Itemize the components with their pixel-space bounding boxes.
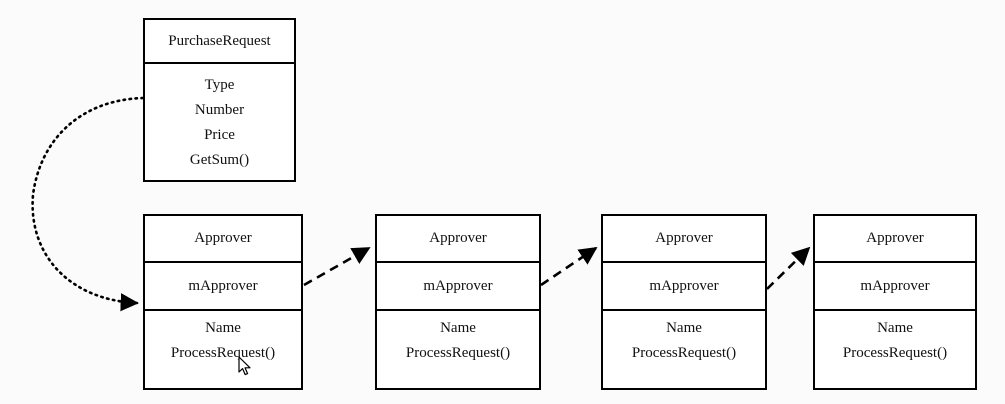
approver-class-4: Approver mApprover Name ProcessRequest() [813,214,977,390]
approver-name-section: Approver [815,216,975,261]
approver-field-mapprover: mApprover [188,277,258,294]
approver-name-section: Approver [603,216,765,261]
approver-class-name: Approver [866,230,924,246]
approver-field-mapprover: mApprover [649,277,719,294]
purchase-request-attribute-number: Number [194,102,245,118]
approver-field-mapprover: mApprover [423,277,493,294]
approver-method-processrequest: ProcessRequest() [170,345,276,361]
approver-3-to-4-dashed-arrow [766,246,811,290]
approver-members-section: Name ProcessRequest() [603,309,765,388]
purchase-request-attribute-price: Price [204,127,235,143]
approver-1-to-2-dashed-arrow [303,246,371,287]
approver-members-section: Name ProcessRequest() [815,309,975,388]
approver-members-section: Name ProcessRequest() [377,309,539,388]
approver-class-1: Approver mApprover Name ProcessRequest() [143,214,303,390]
purchase-request-attribute-type: Type [204,77,235,93]
approver-field-section: mApprover [377,261,539,309]
purchase-request-method-getsum: GetSum() [189,152,250,168]
approver-method-processrequest: ProcessRequest() [842,345,948,361]
approver-member-name: Name [440,320,476,336]
mouse-cursor-icon [238,356,251,376]
approver-method-processrequest: ProcessRequest() [405,345,511,361]
approver-field-mapprover: mApprover [860,277,930,294]
approver-name-section: Approver [145,216,301,261]
approver-class-2: Approver mApprover Name ProcessRequest() [375,214,541,390]
approver-name-section: Approver [377,216,539,261]
approver-member-name: Name [877,320,913,336]
approver-member-name: Name [205,320,241,336]
purchase-request-title-section: PurchaseRequest [145,20,294,62]
approver-field-section: mApprover [815,261,975,309]
approver-class-name: Approver [655,230,713,246]
approver-class-name: Approver [429,230,487,246]
approver-class-3: Approver mApprover Name ProcessRequest() [601,214,767,390]
approver-field-section: mApprover [603,261,765,309]
approver-2-to-3-dashed-arrow [540,246,598,287]
approver-members-section: Name ProcessRequest() [145,309,301,388]
approver-method-processrequest: ProcessRequest() [631,345,737,361]
purchase-request-attributes-section: Type Number Price GetSum() [145,62,294,180]
purchase-request-class: PurchaseRequest Type Number Price GetSum… [143,18,296,182]
approver-member-name: Name [666,320,702,336]
purchase-request-title: PurchaseRequest [168,32,271,49]
approver-class-name: Approver [194,230,252,246]
request-to-approver-dotted-arrow [31,96,145,312]
approver-field-section: mApprover [145,261,301,309]
